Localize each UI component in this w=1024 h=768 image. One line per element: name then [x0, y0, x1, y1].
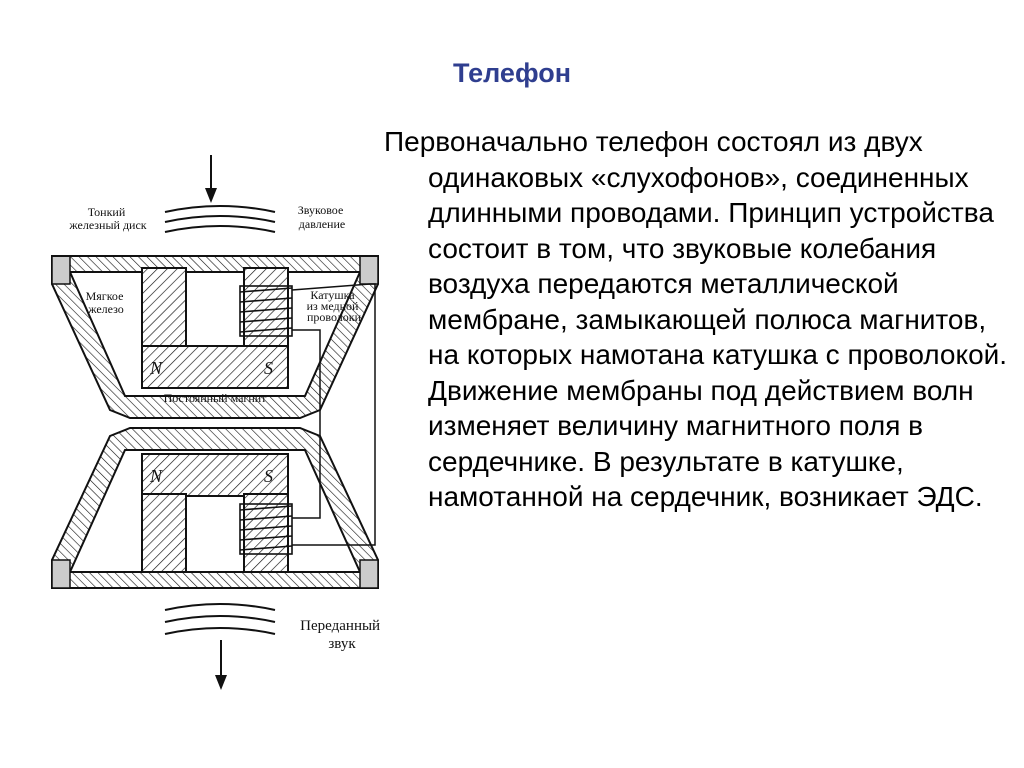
label-coil: Катушка из медной проволоки [307, 288, 362, 324]
label-sound-pressure: Звуковое давление [298, 203, 347, 231]
outgoing-arrow [215, 640, 227, 690]
bottom-core: N S [141, 453, 289, 573]
south-pole-label-bottom: S [264, 466, 273, 486]
north-pole-label-top: N [149, 358, 163, 378]
coil-top [239, 285, 293, 337]
body-paragraph: Первоначально телефон состоял из двух од… [384, 126, 1008, 512]
connecting-wires [291, 283, 376, 546]
north-pole-label-bottom: N [149, 466, 163, 486]
incoming-arrow [205, 155, 217, 203]
slide-title: Телефон [452, 58, 572, 88]
label-transmitted-sound: Переданный звук [300, 618, 384, 652]
south-pole-label-top: S [264, 358, 273, 378]
bottom-housing [51, 427, 379, 589]
coil-bottom [239, 503, 293, 555]
sound-wave-top [164, 205, 276, 233]
telephone-diagram: N S N S Тонкий же [51, 155, 384, 690]
sound-wave-bottom [164, 603, 276, 635]
label-thin-disk: Тонкий железный диск [68, 205, 146, 232]
label-soft-iron: Мягкое железо [86, 289, 127, 316]
top-core: N S [141, 267, 289, 389]
label-permanent-magnet: Постоянный магнит [164, 391, 268, 405]
